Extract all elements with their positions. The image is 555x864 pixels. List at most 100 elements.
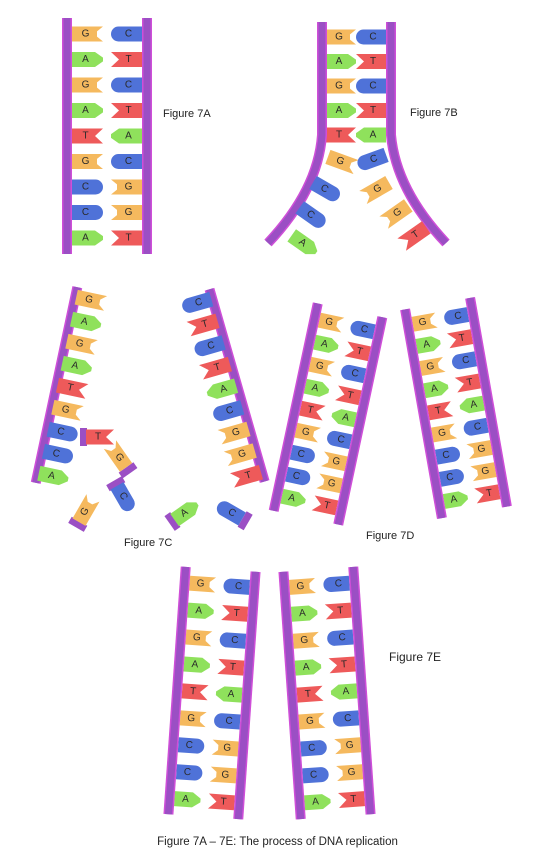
base-pair-right-G: G [316,473,343,494]
base-pair-left-A: A [280,488,306,507]
base-letter: C [185,740,193,751]
base-pair-left-G: G [189,575,217,593]
base-letter: C [442,449,451,461]
base-pair-right-T: T [454,373,481,393]
base-letter: A [287,492,296,504]
base-letter: G [125,207,133,218]
base-letter: G [345,740,354,752]
base-pair-right-A: A [459,395,485,414]
base-letter: T [466,377,474,389]
base-pair-right-T: T [446,329,474,349]
base-pair-left-C: C [72,205,103,220]
free-nucleotide-body-T: T [86,429,114,445]
free-nucleotide-A: A [164,502,199,531]
base-pair-right-C: C [463,417,489,436]
base-pair-left-A: A [72,230,103,246]
base-letter: T [337,605,344,616]
base-letter: T [125,105,131,116]
fork-right-nucleotide-T: T [397,221,431,251]
figure-caption: Figure 7A – 7E: The process of DNA repli… [157,836,398,848]
right-strand-nucleotide-C: C [182,291,214,313]
free-nucleotide-body-A: A [170,502,199,527]
base-letter: A [219,383,229,396]
base-letter: G [327,478,337,490]
left-strand-nucleotide-C: C [46,421,78,442]
base-pair-right-C: C [327,629,354,646]
base-pair-left-T: T [181,683,209,701]
base-pair-right-T: T [356,54,386,69]
base-pair-left-G: G [326,29,356,45]
free-nucleotide-body-G: G [103,440,133,472]
base-pair-left-A: A [415,336,441,354]
base-pair-left-C: C [289,444,315,464]
figure-7c-label: Figure 7C [124,537,173,549]
base-pair-left-T: T [72,128,103,144]
base-letter: C [82,182,89,193]
base-letter: A [422,339,431,351]
base-pair-right-C: C [219,632,247,649]
base-pair-right-G: G [209,766,237,784]
base-letter: G [315,360,325,372]
base-letter: C [454,310,463,322]
left-strand-nucleotide-G: G [65,333,98,355]
right-strand-nucleotide-A: A [206,378,239,399]
base-pair-left-G: G [289,578,316,595]
base-pair-right-C: C [444,307,470,325]
base-pair-left-G: G [72,26,103,42]
base-pair-right-C: C [111,154,142,169]
free-nucleotide-T: T [80,428,114,446]
fork-backbone-left [264,22,327,247]
base-pair-right-C: C [341,364,367,384]
base-pair-left-A: A [187,602,214,619]
base-letter: G [237,448,248,461]
base-letter: A [191,659,199,670]
base-pair-left-C: C [285,466,311,486]
base-pair-right-T: T [324,602,352,620]
base-letter: C [360,324,369,336]
base-letter: G [418,316,428,328]
base-pair-right-G: G [320,451,348,472]
base-letter: C [125,80,132,91]
base-pair-left-T: T [296,685,324,703]
base-letter: G [187,713,196,725]
base-letter: A [82,233,89,244]
base-letter: G [335,32,343,43]
base-letter: T [350,794,357,805]
base-pair-left-C: C [302,767,329,784]
base-letter: G [296,581,305,593]
base-pair-right-T: T [207,793,235,811]
base-pair-left-A: A [442,491,469,509]
base-pair-left-C: C [300,740,327,757]
base-letter: C [125,156,132,167]
base-letter: A [70,360,79,372]
base-letter: A [342,686,350,697]
base-letter: C [82,207,89,218]
base-letter: G [301,426,311,438]
backbone-left [163,566,191,815]
base-letter: T [346,390,354,402]
left-strand-nucleotide-T: T [55,377,89,399]
base-letter: C [183,767,191,778]
fork-left-nucleotide-G: G [325,149,359,175]
figure-7a-label: Figure 7A [163,108,211,120]
base-letter: T [458,332,466,344]
base-letter: C [231,635,239,646]
base-pair-left-G: G [308,356,336,377]
base-pair-right-T: T [111,230,142,246]
fork-left-nucleotide-C: C [295,201,326,228]
base-pair-right-C: C [350,320,376,340]
base-letter: C [461,355,470,367]
base-letter: T [213,361,222,373]
base-pair-left-C: C [177,737,205,754]
base-letter: C [125,29,132,40]
base-pair-left-A: A [303,378,330,397]
base-letter: C [369,153,380,166]
free-nucleotide-body-G: G [72,494,100,526]
base-letter: A [47,470,56,482]
base-letter: C [369,81,376,92]
base-pair-right-T: T [311,495,339,516]
